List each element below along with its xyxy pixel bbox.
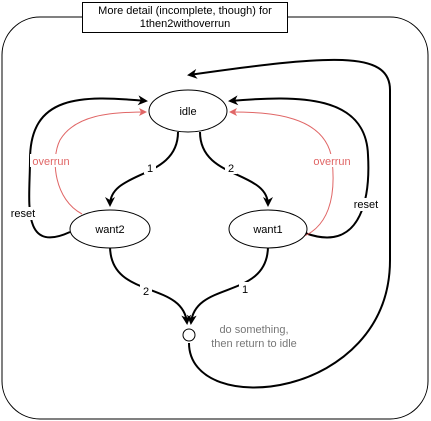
label-idle-to-want1: 2 xyxy=(228,163,234,175)
return-to-idle-edge xyxy=(187,58,391,389)
label-overrun-left: overrun xyxy=(32,156,69,168)
state-want2 xyxy=(69,209,151,249)
label-overrun-right: overrun xyxy=(313,156,350,168)
label-want1-to-merge: 1 xyxy=(242,284,248,296)
state-want2-label: want2 xyxy=(94,224,124,236)
label-reset-right: reset xyxy=(354,199,378,211)
title-line2: 1then2withoverrun xyxy=(139,17,231,30)
outer-container xyxy=(1,16,429,420)
merge-note-line2: then return to idle xyxy=(211,338,297,350)
label-reset-left: reset xyxy=(11,208,35,220)
edge-overrun-left xyxy=(54,108,147,215)
label-idle-to-want2: 1 xyxy=(147,163,153,175)
merge-note-line1: do something, xyxy=(219,324,288,336)
merge-point xyxy=(182,328,196,342)
state-idle xyxy=(148,89,228,133)
edge-want1-to-merge xyxy=(186,245,269,325)
label-want2-to-merge: 2 xyxy=(143,286,149,298)
state-want1 xyxy=(228,209,308,249)
state-want1-label: want1 xyxy=(252,224,282,236)
title-line1: More detail (incomplete, though) for xyxy=(98,4,272,17)
state-idle-label: idle xyxy=(179,106,196,118)
edge-reset-right xyxy=(228,95,370,239)
diagram-title: More detail (incomplete, though) for 1th… xyxy=(82,2,288,33)
